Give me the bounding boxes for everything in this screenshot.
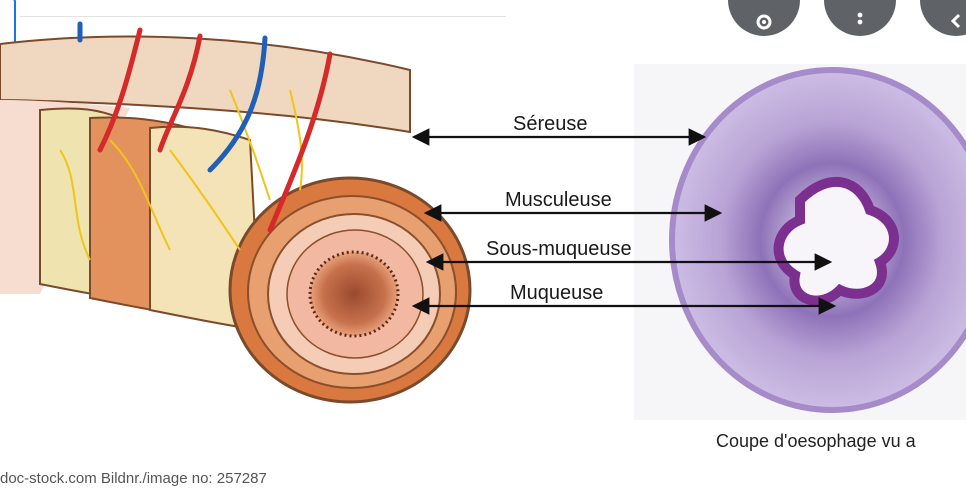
esophagus-drawing	[0, 21, 472, 404]
histology-photo	[634, 64, 966, 420]
label-sous-muqueuse: Sous-muqueuse	[486, 238, 632, 260]
serosa-band	[0, 35, 411, 134]
lumen	[308, 250, 400, 338]
google-lens-icon	[756, 14, 772, 30]
figure-caption: Coupe d'oesophage vu a	[716, 431, 916, 451]
label-muqueuse: Muqueuse	[510, 282, 603, 304]
back-button[interactable]	[920, 0, 966, 36]
more-vert-icon	[857, 12, 863, 25]
top-divider	[20, 16, 506, 17]
chevron-left-icon	[950, 13, 961, 29]
image-credit: doc-stock.com Bildnr./image no: 257287	[0, 470, 267, 487]
label-musculeuse: Musculeuse	[505, 189, 612, 211]
label-sereuse: Séreuse	[513, 113, 588, 135]
